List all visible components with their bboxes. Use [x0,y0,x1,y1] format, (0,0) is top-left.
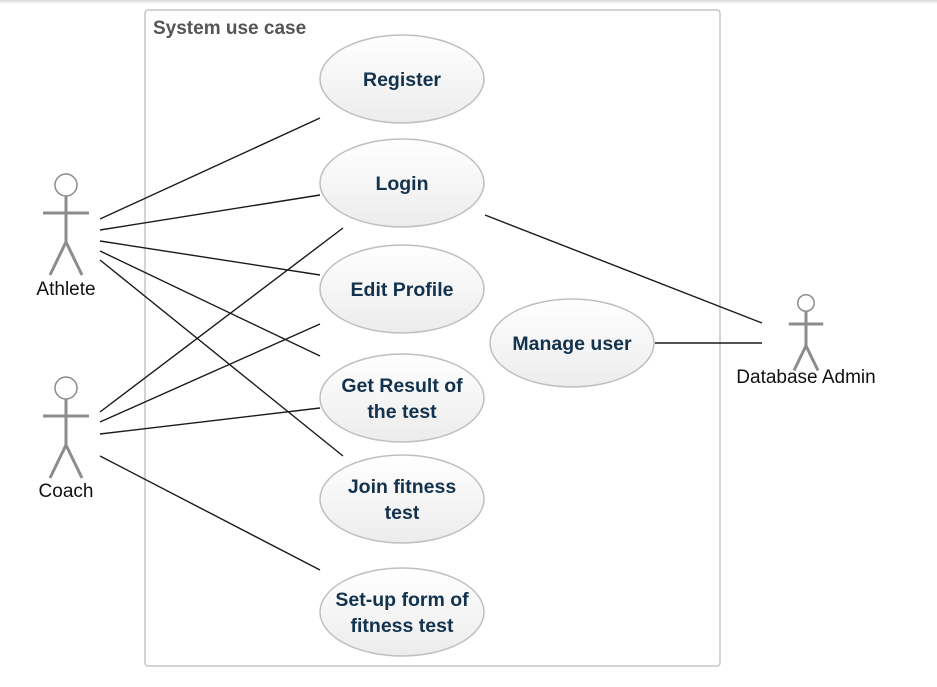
association-coach-login[interactable] [99,227,344,413]
actor-left-leg [48,241,68,276]
use-case-label: Register [363,69,441,91]
use-case-shape [319,138,485,228]
use-case-register[interactable]: Register [319,34,485,124]
use-case-shape [489,298,655,388]
actor-right-leg [64,444,84,479]
association-coach-get-result[interactable] [99,407,321,435]
use-case-label: Join fitness [348,476,457,498]
association-athlete-edit-profile[interactable] [99,240,321,276]
actor-admin[interactable]: Database Admin [736,294,876,388]
use-case-manage-user[interactable]: Manage user [489,298,655,388]
top-rule [0,0,937,4]
use-case-label: the test [367,401,437,423]
association-athlete-register[interactable] [99,117,321,220]
actor-athlete[interactable]: Athlete [36,173,96,300]
use-case-join-test[interactable]: Join fitness test [319,454,485,544]
association-athlete-login[interactable] [99,194,321,231]
system-boundary-title: System use case [153,18,306,39]
actor-left-leg [48,444,68,479]
actor-right-leg [804,345,820,372]
use-case-shape [319,567,485,657]
use-case-label: Get Result of [341,375,463,397]
use-case-setup-form[interactable]: Set-up form of fitness test [319,567,485,657]
use-case-shape [319,353,485,443]
association-athlete-get-result[interactable] [99,250,321,357]
actor-head [54,173,78,197]
association-coach-setup-form[interactable] [99,455,321,571]
use-case-label: Manage user [512,333,632,355]
system-boundary[interactable]: System use case [144,9,721,667]
actor-left-leg [792,345,808,372]
use-case-label: Edit Profile [351,279,454,301]
actor-head [797,294,815,312]
association-admin-login[interactable] [484,214,763,324]
use-case-shape [319,34,485,124]
use-case-label: Login [375,173,428,195]
actor-right-leg [64,241,84,276]
use-case-shape [319,454,485,544]
actor-label: Coach [39,481,94,502]
actor-label: Database Admin [736,367,875,388]
use-case-get-result[interactable]: Get Result of the test [319,353,485,443]
use-case-shape [319,244,485,334]
association-coach-edit-profile[interactable] [99,323,321,423]
use-case-label: test [385,502,420,524]
actor-head [54,376,78,400]
use-case-label: fitness test [351,615,454,637]
actor-coach[interactable]: Coach [39,376,94,502]
association-athlete-join-test[interactable] [99,259,344,457]
use-case-login[interactable]: Login [319,138,485,228]
associations [99,117,763,571]
system-boundary-frame [144,9,721,667]
use-case-label: Set-up form of [335,589,469,611]
actor-label: Athlete [36,279,95,300]
use-case-edit-profile[interactable]: Edit Profile [319,244,485,334]
